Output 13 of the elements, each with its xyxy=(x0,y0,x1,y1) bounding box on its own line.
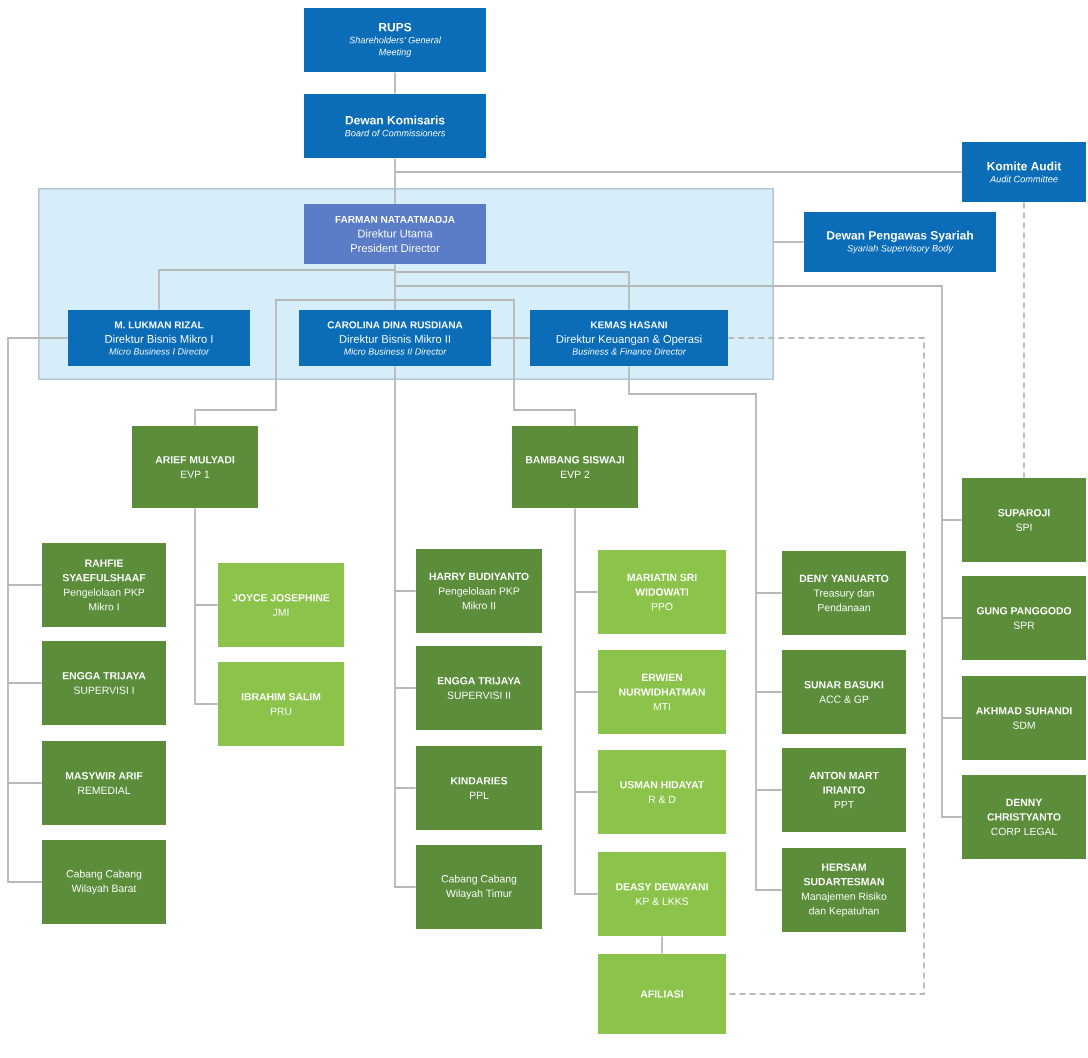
dashed-line xyxy=(725,337,925,995)
connector-line xyxy=(628,365,783,891)
connector-line xyxy=(194,507,219,705)
connector-line xyxy=(574,507,599,895)
connector-line xyxy=(490,337,531,339)
dashed-line xyxy=(1023,201,1025,479)
connector-line xyxy=(394,71,396,95)
connector-line xyxy=(7,337,69,883)
connector-line xyxy=(773,241,805,243)
connector-line xyxy=(394,365,417,888)
connector-line xyxy=(158,263,963,818)
connector-line xyxy=(394,157,963,205)
connector-line xyxy=(661,935,663,955)
